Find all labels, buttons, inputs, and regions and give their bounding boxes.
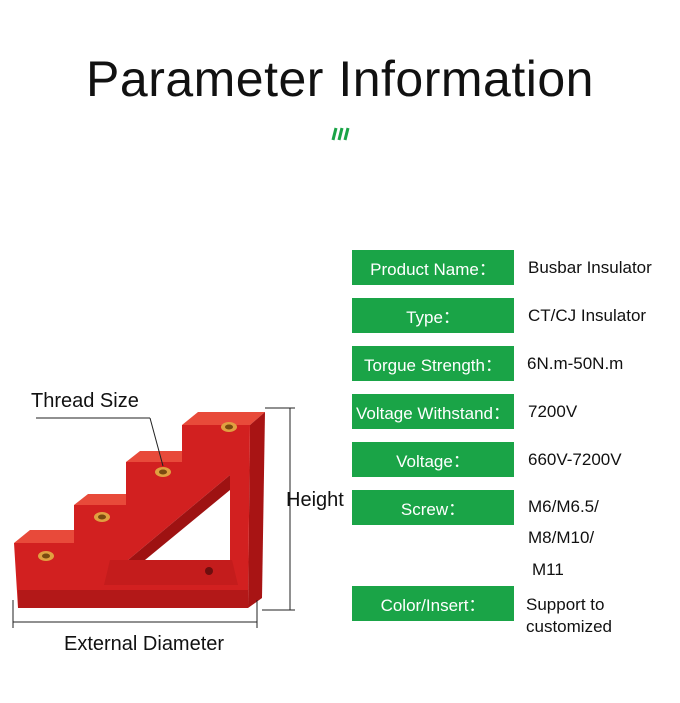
brass-insert-icon <box>155 467 171 477</box>
param-value-screw-line: M6/M6.5/ <box>528 497 599 516</box>
param-key-torque-strength: Torgue Strength： <box>352 346 514 381</box>
param-value-voltage-withstand: 7200V <box>528 402 578 421</box>
param-value-voltage: 660V-7200V <box>528 450 622 469</box>
mounting-hole-icon <box>205 567 213 575</box>
triple-slash-icon <box>331 127 350 141</box>
page-title: Parameter Information <box>86 51 594 107</box>
param-key-screw: Screw： <box>352 490 514 525</box>
param-key-voltage: Voltage： <box>352 442 514 477</box>
insulator-top-face <box>182 412 265 425</box>
insulator-bottom-edge <box>18 590 248 608</box>
insulator-opening-shadow <box>128 475 230 560</box>
brass-insert-icon <box>94 512 110 522</box>
insulator-side-face <box>248 412 265 608</box>
param-value-color-insert-line: customized <box>526 617 612 636</box>
brass-insert-icon <box>221 422 237 432</box>
param-key-type: Type： <box>352 298 514 333</box>
param-value-screw-line: M11 <box>532 560 564 579</box>
param-key-color-insert: Color/Insert： <box>352 586 514 621</box>
param-value-color-insert-line: Support to <box>526 595 605 614</box>
param-value-torque-strength: 6N.m-50N.m <box>527 354 624 373</box>
brass-insert-icon <box>38 551 54 561</box>
thread-size-label: Thread Size <box>31 390 139 412</box>
param-value-product-name: Busbar Insulator <box>528 258 652 277</box>
insulator-top-face <box>74 494 140 505</box>
height-label: Height <box>286 489 344 511</box>
param-value-type: CT/CJ Insulator <box>528 306 647 325</box>
insulator-top-face <box>14 530 90 543</box>
external-diameter-label: External Diameter <box>64 633 225 655</box>
insulator-top-face <box>126 451 196 462</box>
param-key-product-name: Product Name： <box>352 250 514 285</box>
param-key-voltage-withstand: Voltage Withstand： <box>352 394 514 429</box>
param-value-screw-line: M8/M10/ <box>528 528 595 547</box>
insulator-base-plate <box>104 560 238 585</box>
thread-size-leader <box>149 417 164 467</box>
